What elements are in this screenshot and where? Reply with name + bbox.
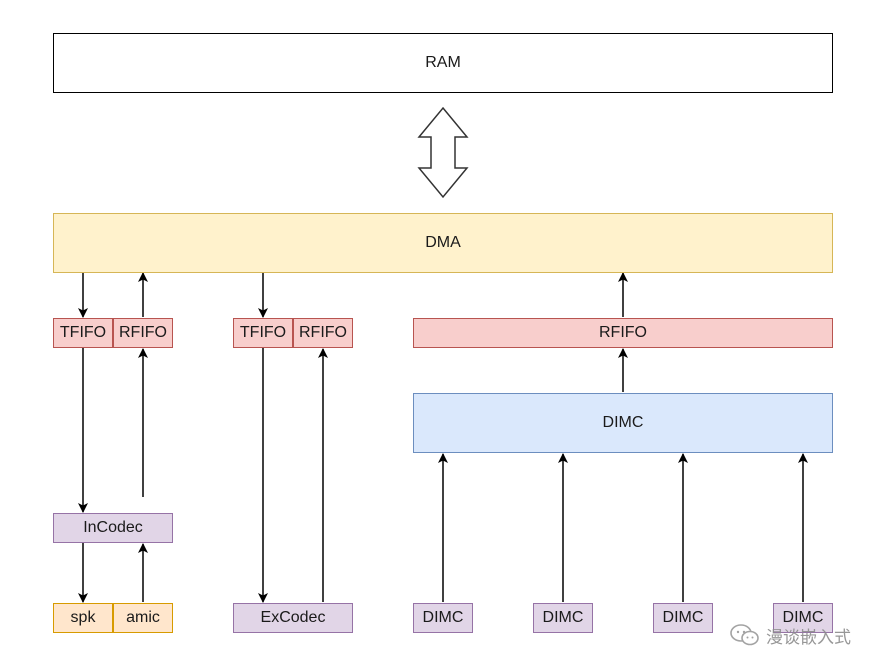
watermark: 漫谈嵌入式 <box>730 623 851 647</box>
spk-label: spk <box>70 609 96 626</box>
rfifo-1-label: RFIFO <box>119 324 167 341</box>
amic-block: amic <box>113 603 173 633</box>
dimc-input-label-4: DIMC <box>782 609 824 626</box>
excodec-label: ExCodec <box>260 609 326 626</box>
incodec-label: InCodec <box>83 519 143 536</box>
watermark-text: 漫谈嵌入式 <box>766 627 851 647</box>
dimc-label: DIMC <box>602 414 644 431</box>
ram-label: RAM <box>425 54 461 71</box>
rfifo-2-label: RFIFO <box>299 324 347 341</box>
incodec-block: InCodec <box>53 513 173 543</box>
dimc-input-label-1: DIMC <box>422 609 464 626</box>
dimc-input-label-3: DIMC <box>662 609 704 626</box>
excodec-block: ExCodec <box>233 603 353 633</box>
rfifo-2-block: RFIFO <box>293 318 353 348</box>
ram-block: RAM <box>53 33 833 93</box>
dma-block: DMA <box>53 213 833 273</box>
dimc-input-block-4: DIMC <box>773 603 833 633</box>
tfifo-2-block: TFIFO <box>233 318 293 348</box>
rfifo-1-block: RFIFO <box>113 318 173 348</box>
tfifo-2-label: TFIFO <box>239 324 287 341</box>
dimc-input-block-3: DIMC <box>653 603 713 633</box>
dimc-input-label-2: DIMC <box>542 609 584 626</box>
tfifo-1-label: TFIFO <box>59 324 107 341</box>
wechat-icon <box>730 624 759 646</box>
ram-dma-double-arrow <box>417 106 469 199</box>
dimc-input-block-2: DIMC <box>533 603 593 633</box>
tfifo-1-block: TFIFO <box>53 318 113 348</box>
amic-label: amic <box>126 609 160 626</box>
dma-label: DMA <box>425 234 461 251</box>
rfifo-3-label: RFIFO <box>599 324 647 341</box>
spk-block: spk <box>53 603 113 633</box>
rfifo-3-block: RFIFO <box>413 318 833 348</box>
dimc-block: DIMC <box>413 393 833 453</box>
dimc-input-block-1: DIMC <box>413 603 473 633</box>
